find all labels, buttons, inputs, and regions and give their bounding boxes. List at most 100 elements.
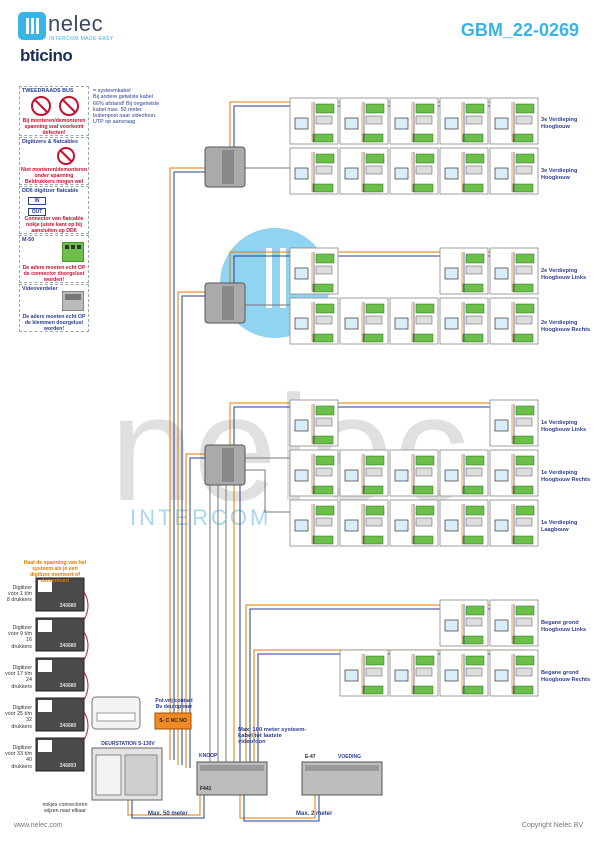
apartment-unit <box>489 297 539 345</box>
apartment-unit <box>489 97 539 145</box>
digitizer-code: 346880 <box>59 683 77 689</box>
connector-icon <box>412 485 434 495</box>
legend-two-wire: TWEEDRAADS BUS Bij monteren/demonteren s… <box>19 86 89 136</box>
monitor-icon <box>344 117 359 130</box>
terminal-icon <box>465 165 483 175</box>
terminal-icon <box>465 467 483 477</box>
floor-label: 1e Verdieping Hoogbouw Rechts <box>541 470 591 483</box>
riser-cable <box>245 604 525 765</box>
connector-icon <box>515 405 535 416</box>
monitor-icon <box>444 267 459 280</box>
digitizer-stack <box>35 577 89 772</box>
videoverdeler-1 <box>204 444 246 486</box>
cable-note: = systeemkabel Bij andere getwiste kabel… <box>93 88 161 126</box>
dd6-out-label: OUT <box>28 208 46 216</box>
legend-digitizer: Digitizers & flatcables Niet monteren/de… <box>19 137 89 185</box>
apartment-unit <box>289 247 339 295</box>
connector-icon <box>415 455 435 466</box>
apartment-unit <box>339 499 389 547</box>
apartment-unit <box>489 649 539 697</box>
connector-icon <box>315 455 335 466</box>
terminal-icon <box>315 165 333 175</box>
voeding-code: E-47 <box>305 754 316 760</box>
digitizer-code: 346893 <box>59 763 77 769</box>
legend-videoverdeler: Videoverdeler De aders moeten echt OP de… <box>19 284 89 332</box>
apartment-unit <box>339 449 389 497</box>
connector-icon <box>465 103 485 114</box>
connector-icon <box>415 655 435 666</box>
apartment-unit <box>289 297 339 345</box>
floor-label: 3e Verdieping Hoogbouw <box>541 168 578 181</box>
connector-icon <box>312 183 334 193</box>
floor-label: 2e Verdieping Hoogbouw Rechts <box>541 320 591 333</box>
connector-icon <box>315 405 335 416</box>
connector-icon <box>512 133 534 143</box>
apartment-unit <box>389 297 439 345</box>
legend-two-wire-warning: Bij monteren/demonteren spanning eraf vo… <box>22 118 86 136</box>
distance-max100: Max. 100 meter systeem-kabel tot laatste… <box>238 727 307 745</box>
connector-icon <box>362 133 384 143</box>
terminal-icon <box>365 315 383 325</box>
apartment-unit <box>439 97 489 145</box>
floor-label: 1e Verdieping Hoogbouw Links <box>541 420 587 433</box>
terminal-icon <box>415 467 433 477</box>
riser-cable <box>177 291 205 765</box>
monitor-icon <box>494 519 509 532</box>
legend-videoverdeler-note: De aders moeten echt OP de klemmen doorg… <box>22 314 86 332</box>
terminal-icon <box>415 165 433 175</box>
monitor-icon <box>294 519 309 532</box>
monitor-icon <box>444 519 459 532</box>
riser-cable <box>169 167 205 760</box>
apartment-unit <box>489 247 539 295</box>
terminal-icon <box>465 517 483 527</box>
contact-terminals: S- C NC NO <box>159 718 187 724</box>
watermark-sub: INTERCOM <box>130 505 272 530</box>
floor-label: 3e Verdieping Hoogbouw <box>541 117 578 130</box>
digitizer-label: Digitizer voor 17 t/m 24 drukkers <box>5 665 32 690</box>
connector-icon <box>515 253 535 264</box>
connector-icon <box>515 455 535 466</box>
terminal-icon <box>415 667 433 677</box>
connector-icon <box>362 183 384 193</box>
no-voltage-icon <box>31 96 51 116</box>
monitor-icon <box>494 117 509 130</box>
connector-icon <box>412 685 434 695</box>
connector-icon <box>512 183 534 193</box>
connector-icon <box>312 435 334 445</box>
legend-dd6: DD6 digitizer flatcable IN OUT Connector… <box>19 186 89 234</box>
connector-icon <box>315 103 335 114</box>
digitizer-label: Digitizer voor 1 t/m 8 drukkers <box>6 585 32 604</box>
connector-icon <box>362 685 384 695</box>
connector-icon <box>512 485 534 495</box>
cable-note-label: = systeemkabel <box>93 88 131 94</box>
connector-icon <box>315 253 335 264</box>
document-code: GBM_22-0269 <box>460 20 579 40</box>
monitor-icon <box>294 419 309 432</box>
terminal-icon <box>62 291 84 311</box>
connector-icon <box>512 685 534 695</box>
terminal-icon <box>365 517 383 527</box>
voltage-warning: Haal de spanning van het systeem als je … <box>23 560 87 584</box>
connector-icon <box>462 485 484 495</box>
connector-icon <box>515 655 535 666</box>
door-station-label: DEURSTATION S-130V <box>101 741 155 747</box>
riser-cable <box>249 608 525 765</box>
apartment-unit <box>289 97 339 145</box>
terminal-icon <box>415 315 433 325</box>
connector-icon <box>512 535 534 545</box>
connector-icon <box>512 635 534 645</box>
terminal-icon <box>315 517 333 527</box>
connector-icon <box>465 605 485 616</box>
legend-digitizer-title: Digitizers & flatcables <box>22 139 79 145</box>
connector-icon <box>512 333 534 343</box>
distance-max50: Max. 50 meter <box>148 811 188 817</box>
monitor-icon <box>344 469 359 482</box>
terminal-icon <box>515 467 533 477</box>
floor-label: Begane grond Hoogbouw Links <box>541 620 587 633</box>
terminal-icon <box>415 517 433 527</box>
connector-icon <box>362 535 384 545</box>
terminal-icon <box>515 517 533 527</box>
floor-bus <box>233 406 525 445</box>
apartment-unit <box>339 297 389 345</box>
no-voltage-icon <box>59 96 79 116</box>
